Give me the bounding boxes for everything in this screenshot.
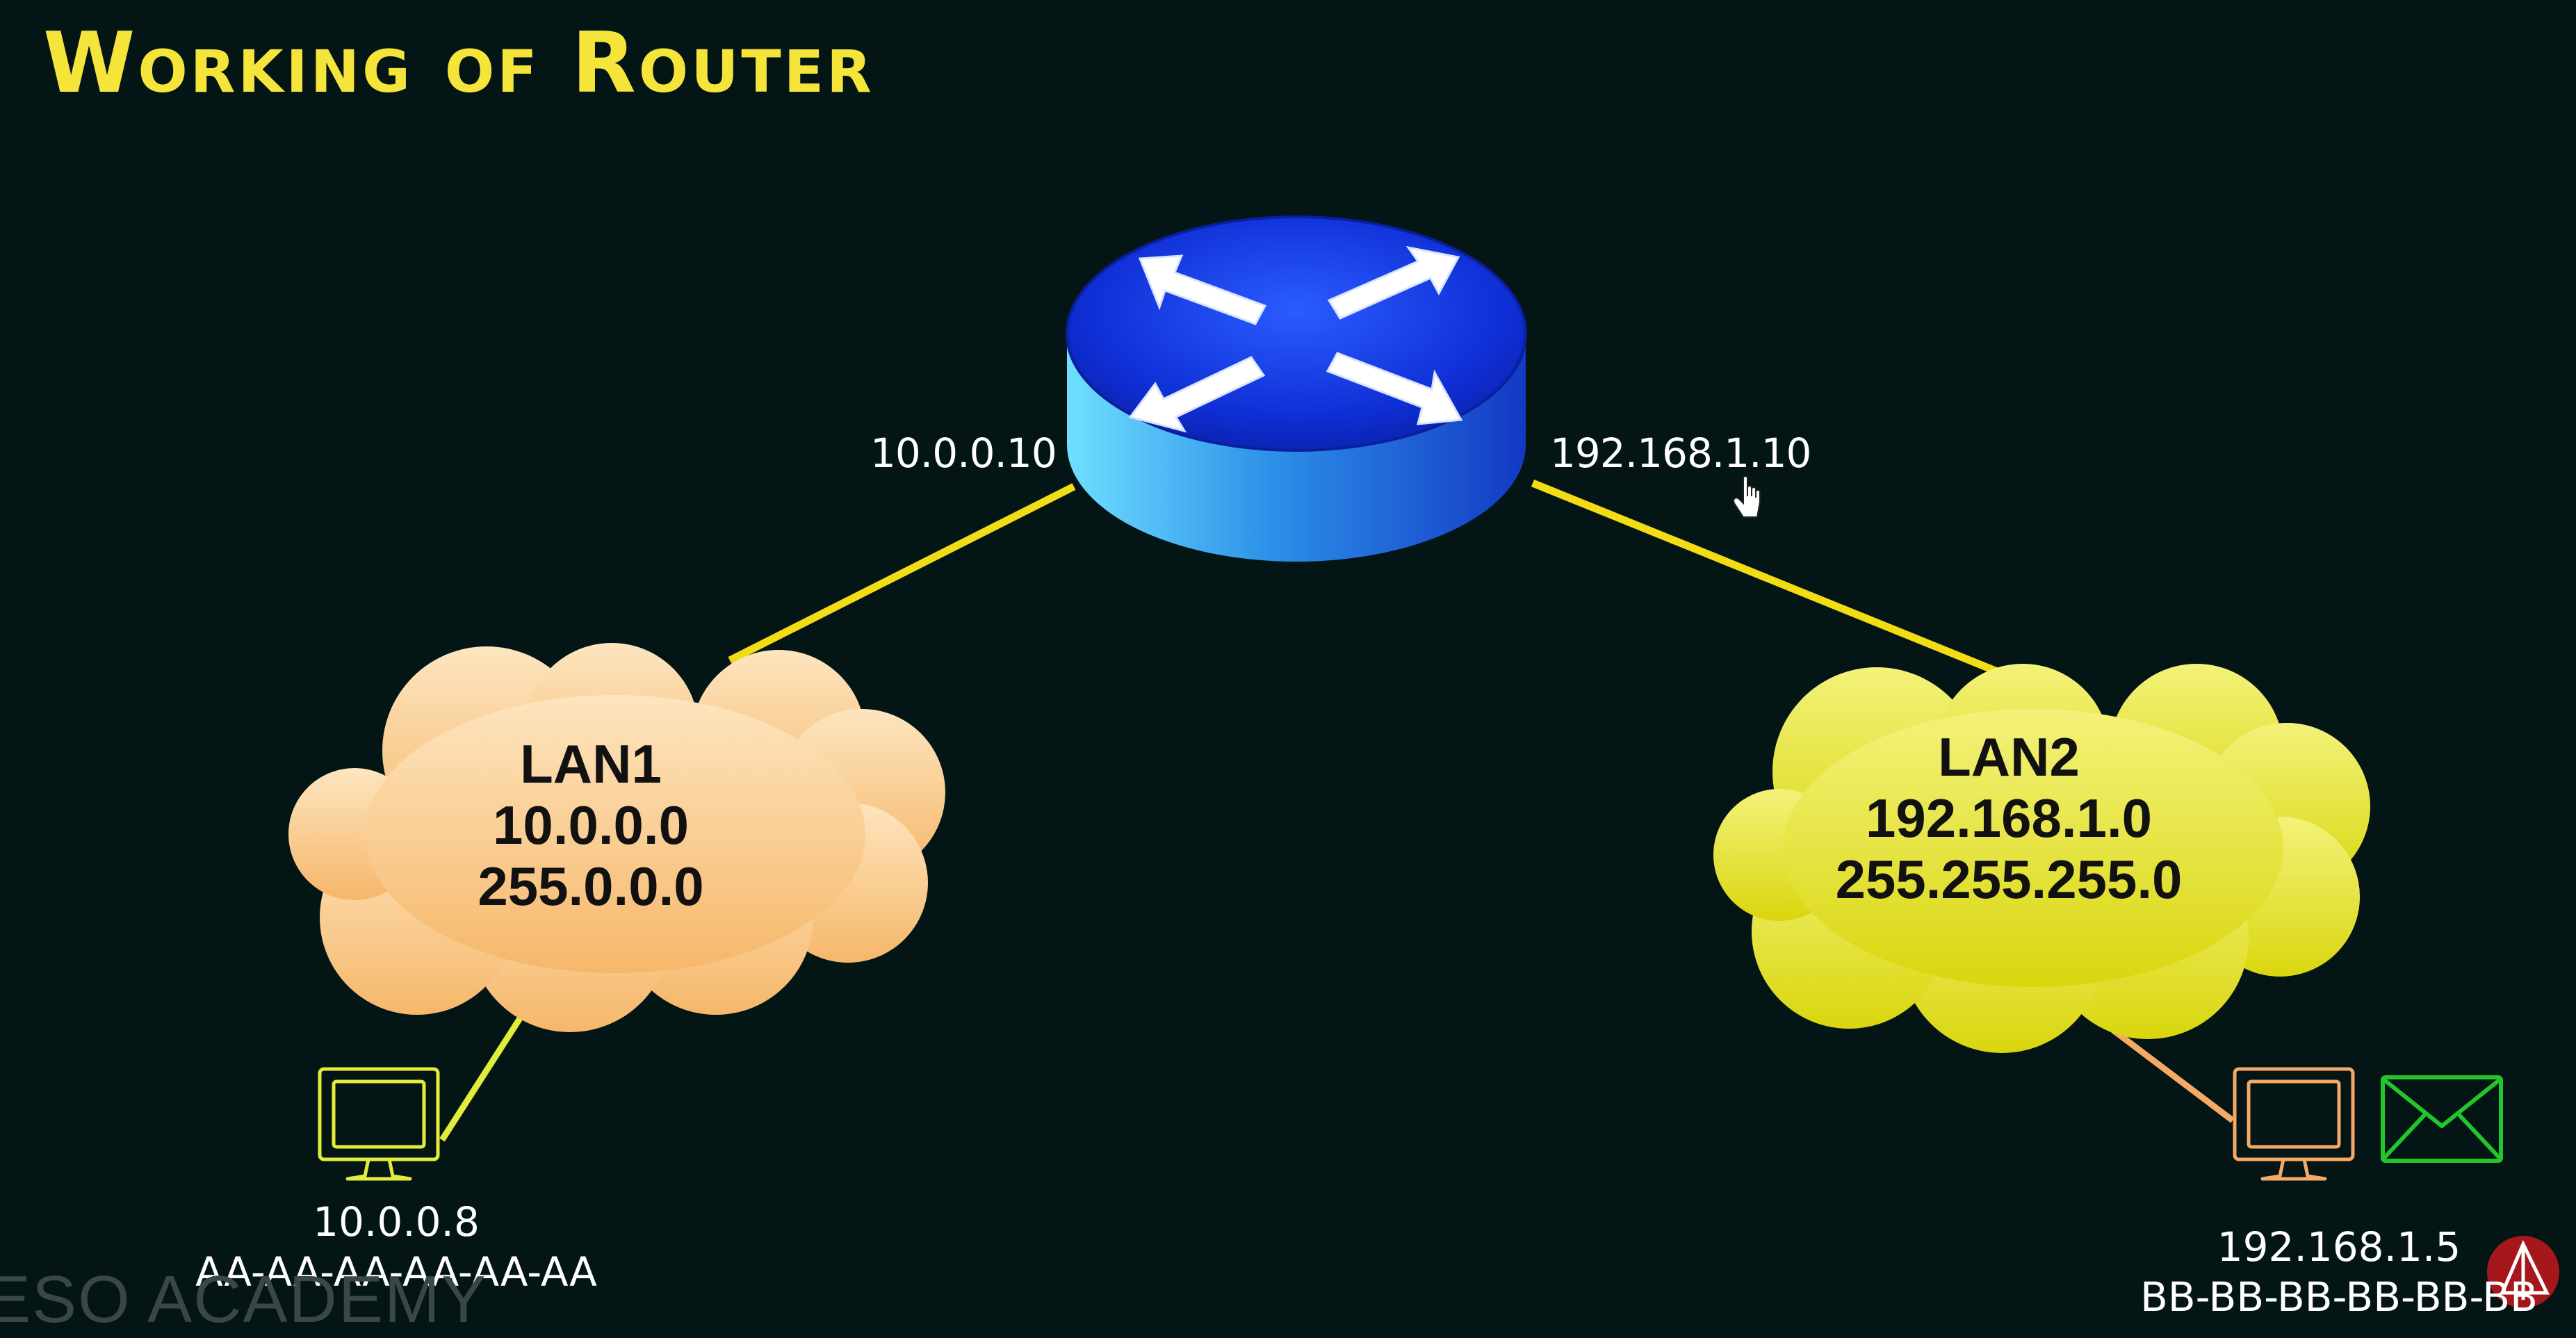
host2-ip: 192.168.1.5 — [2217, 1223, 2461, 1271]
link-lan1-host1 — [439, 1014, 524, 1142]
envelope-icon[interactable] — [2381, 1075, 2503, 1163]
lan1-info: LAN1 10.0.0.0 255.0.0.0 — [438, 733, 744, 917]
lan2-info: LAN2 192.168.1.0 255.255.255.0 — [1779, 726, 2238, 910]
link-router-lan1 — [728, 483, 1076, 664]
watermark: ESO ACADEMY — [0, 1262, 487, 1337]
router-icon[interactable] — [1066, 215, 1527, 562]
lan2-mask: 255.255.255.0 — [1835, 849, 2183, 910]
link-lan2-host2 — [2111, 1027, 2235, 1123]
lan1-cloud[interactable] — [288, 643, 945, 1032]
host1-mac: AA-AA-AA-AA-AA-AA — [195, 1248, 597, 1296]
lan2-name: LAN2 — [1938, 726, 2080, 788]
lan2-cloud[interactable] — [1713, 664, 2370, 1053]
lan2-network: 192.168.1.0 — [1865, 788, 2153, 849]
router-left-interface-ip: 10.0.0.10 — [870, 430, 1057, 477]
host1-info: 10.0.0.8 AA-AA-AA-AA-AA-AA — [188, 1197, 605, 1297]
host2-info: 192.168.1.5 BB-BB-BB-BB-BB-BB — [2113, 1222, 2565, 1322]
page-title: Working of Router — [43, 15, 874, 112]
link-router-lan2 — [1531, 479, 2032, 689]
lan1-name: LAN1 — [520, 733, 662, 794]
hand-cursor-icon — [1733, 475, 1761, 518]
host2-computer-icon[interactable] — [2233, 1067, 2355, 1181]
lan1-mask: 255.0.0.0 — [478, 856, 704, 917]
lan1-network: 10.0.0.0 — [493, 794, 689, 856]
router-right-interface-ip: 192.168.1.10 — [1550, 430, 1811, 477]
academy-logo-icon — [2487, 1236, 2559, 1308]
host1-computer-icon[interactable] — [318, 1067, 440, 1181]
host1-ip: 10.0.0.8 — [313, 1198, 480, 1246]
host2-mac: BB-BB-BB-BB-BB-BB — [2140, 1273, 2538, 1321]
